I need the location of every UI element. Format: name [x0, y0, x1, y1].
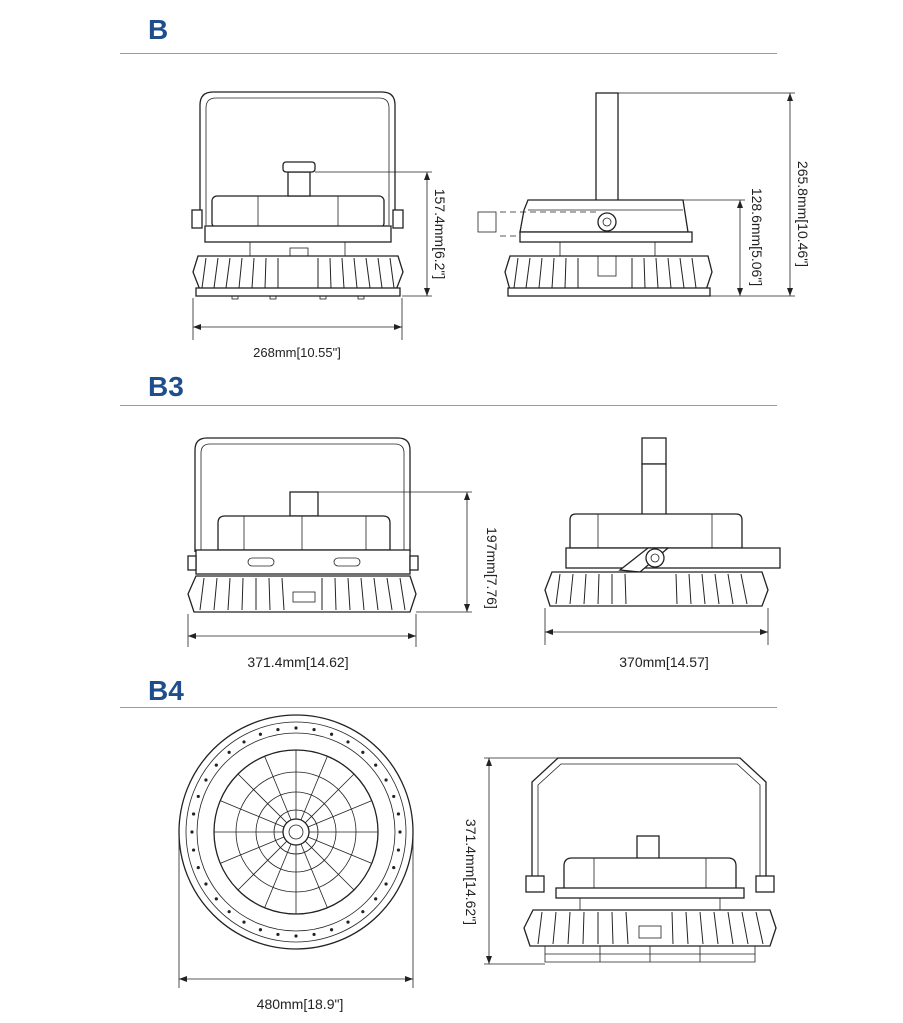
rim-bolt	[396, 848, 401, 852]
rim-bolt	[227, 910, 231, 914]
rim-bolt	[204, 882, 208, 886]
rim-bolt	[374, 897, 378, 901]
rim-bolt	[346, 920, 350, 924]
b4-top-view	[178, 714, 414, 988]
rim-bolt	[294, 934, 298, 938]
rim-bolt	[329, 732, 334, 736]
section-title-b4: B4	[148, 675, 184, 706]
b-side-lower-height-label: 128.6mm[5.06"]	[749, 188, 765, 286]
b3-side-view	[544, 437, 781, 645]
rim-bolt	[312, 932, 316, 937]
section-divider-b3	[120, 405, 777, 406]
b-width-label: 268mm[10.55"]	[253, 345, 341, 360]
grille-spoke	[300, 756, 328, 821]
rim-bolt	[276, 727, 280, 732]
rim-bolt	[396, 812, 401, 816]
section-title-b3: B3	[148, 371, 184, 402]
rim-bolt	[312, 727, 316, 732]
rim-bolt	[374, 763, 378, 767]
rim-bolt	[227, 750, 231, 754]
grille-spoke	[264, 756, 292, 821]
rim-bolt	[384, 882, 388, 886]
rim-bolt	[258, 732, 263, 736]
b-front-view	[191, 91, 432, 340]
grille-spoke	[300, 843, 328, 908]
grille-spoke	[304, 840, 355, 891]
b4-height-label: 371.4mm[14.62"]	[463, 819, 479, 925]
rim-bolt	[191, 848, 196, 852]
rim-bolt	[361, 750, 365, 754]
grille-spoke	[264, 843, 292, 908]
rim-bolt	[258, 928, 263, 932]
rim-bolt	[392, 794, 396, 799]
rim-bolt	[242, 740, 246, 744]
b-front-height-label: 157.4mm[6.2"]	[432, 189, 448, 280]
rim-bolt	[398, 830, 402, 834]
rim-bolt	[276, 932, 280, 937]
rim-bolt	[196, 865, 200, 870]
rim-bolt	[191, 812, 196, 816]
b3-front-width-label: 371.4mm[14.62]	[247, 654, 348, 670]
grille-spoke	[304, 773, 355, 824]
grille-spoke	[220, 800, 285, 828]
grille-spoke	[220, 836, 285, 864]
rim-bolt	[329, 928, 334, 932]
rim-bolt	[214, 763, 218, 767]
section-title-b: B	[148, 14, 169, 45]
b3-height-label: 197mm[7.76]	[484, 527, 500, 609]
rim-bolt	[204, 778, 208, 782]
b-side-total-height-label: 265.8mm[10.46"]	[795, 161, 811, 267]
rim-bolt	[361, 910, 365, 914]
grille-spoke	[237, 840, 288, 891]
rim-bolt	[294, 726, 298, 730]
b4-diameter-label: 480mm[18.9"]	[257, 996, 344, 1012]
rim-bolt	[346, 740, 350, 744]
rim-bolt	[392, 865, 396, 870]
b4-side-view	[484, 757, 777, 965]
b3-side-width-label: 370mm[14.57]	[619, 654, 709, 670]
grille-spoke	[307, 836, 372, 864]
section-divider-b	[120, 53, 777, 54]
rim-bolt	[190, 830, 194, 834]
grille-spoke	[237, 773, 288, 824]
rim-bolt	[196, 794, 200, 799]
rim-bolt	[384, 778, 388, 782]
b3-front-view	[187, 437, 472, 647]
rim-bolt	[242, 920, 246, 924]
rim-bolt	[214, 897, 218, 901]
b-side-view	[477, 92, 795, 297]
section-divider-b4	[120, 707, 777, 708]
grille-spoke	[307, 800, 372, 828]
